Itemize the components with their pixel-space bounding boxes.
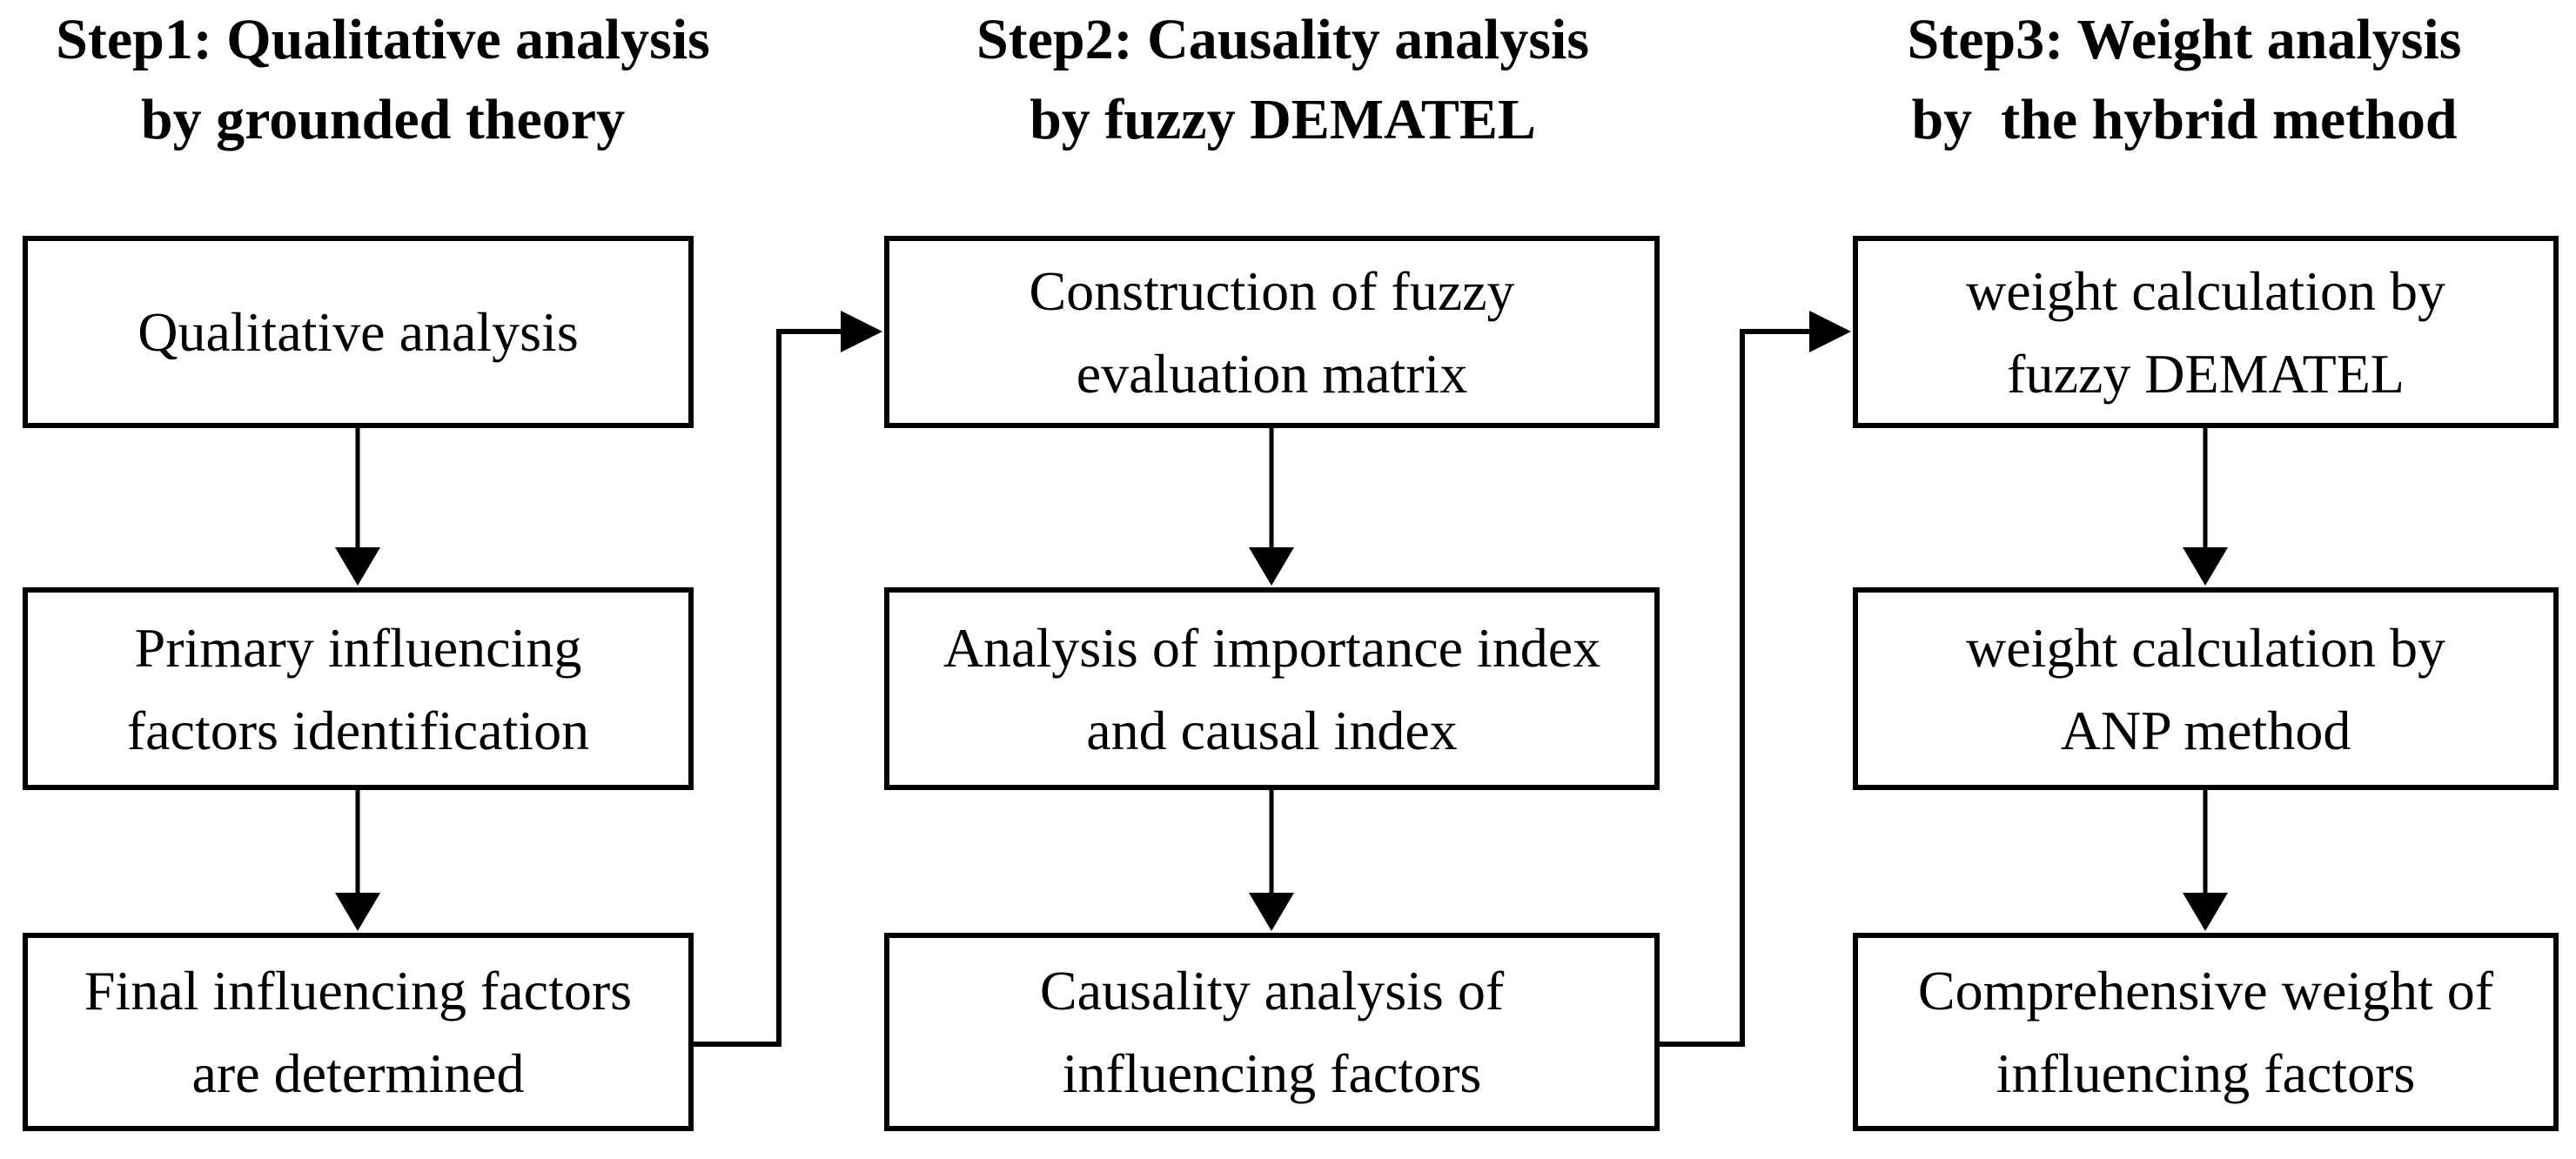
box-weight-fuzzy-dematel: weight calculation by fuzzy DEMATEL bbox=[1853, 236, 2559, 428]
box-primary-influencing-factors: Primary influencing factors identificati… bbox=[23, 587, 694, 790]
step2-header: Step2: Causality analysis by fuzzy DEMAT… bbox=[976, 8, 1590, 151]
box-weight-anp-method: weight calculation by ANP method bbox=[1853, 587, 2559, 790]
step3-header: Step3: Weight analysis by the hybrid met… bbox=[1907, 8, 2462, 151]
box-importance-causal-index: Analysis of importance index and causal … bbox=[884, 587, 1660, 790]
box-comprehensive-weight: Comprehensive weight of influencing fact… bbox=[1853, 933, 2559, 1131]
box-causality-analysis: Causality analysis of influencing factor… bbox=[884, 933, 1660, 1131]
elbow-arrow-step2-to-step3 bbox=[1660, 311, 1851, 1047]
down-arrow-step2-box1-to-box2 bbox=[1249, 426, 1294, 586]
down-arrow-step2-box2-to-box3 bbox=[1249, 788, 1294, 931]
down-arrow-step1-box2-to-box3 bbox=[335, 788, 380, 931]
box-final-influencing-factors: Final influencing factors are determined bbox=[23, 933, 694, 1131]
down-arrow-step3-box1-to-box2 bbox=[2183, 426, 2228, 586]
elbow-arrow-step1-to-step2 bbox=[694, 311, 882, 1047]
down-arrow-step1-box1-to-box2 bbox=[335, 426, 380, 586]
box-fuzzy-evaluation-matrix: Construction of fuzzy evaluation matrix bbox=[884, 236, 1660, 428]
box-qualitative-analysis: Qualitative analysis bbox=[23, 236, 694, 428]
step1-header: Step1: Qualitative analysis by grounded … bbox=[56, 8, 710, 151]
down-arrow-step3-box2-to-box3 bbox=[2183, 788, 2228, 931]
